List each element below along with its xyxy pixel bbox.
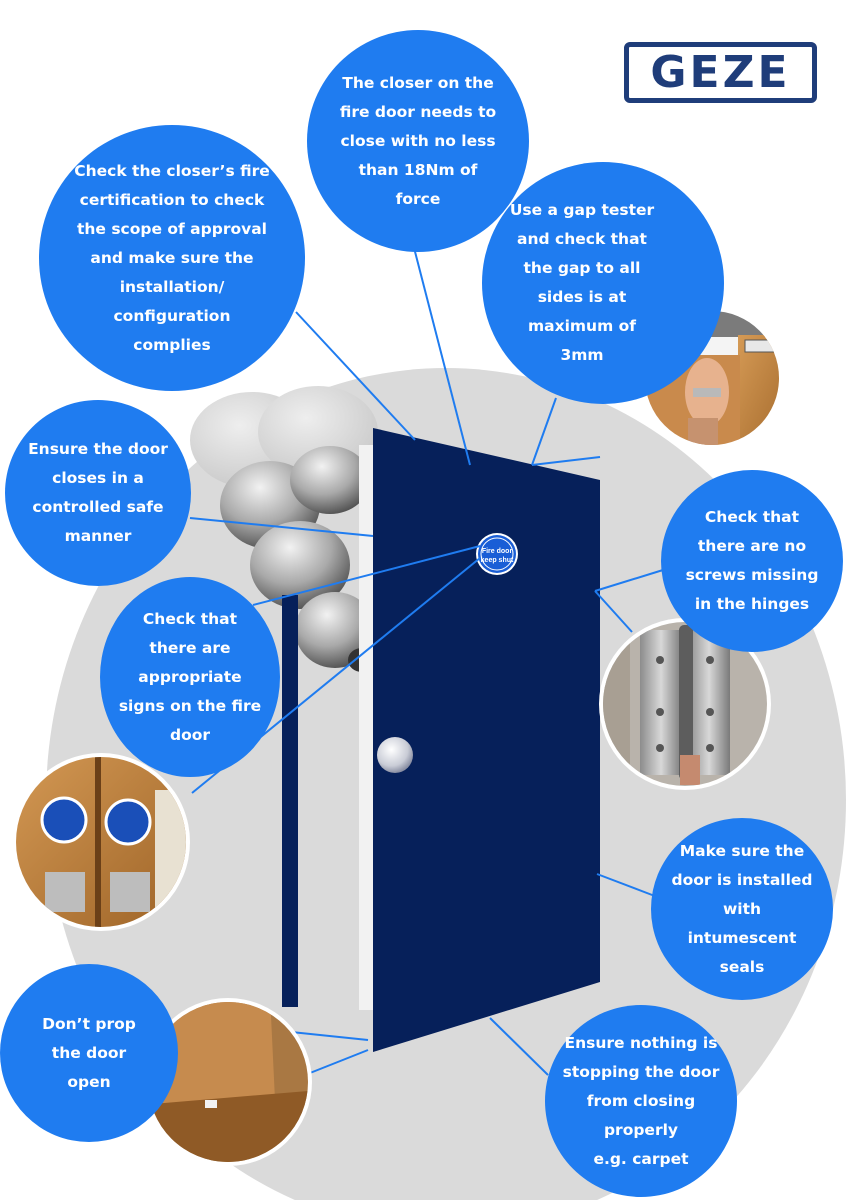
callout-closer-force: The closer on the fire door needs to clo… [307, 30, 529, 252]
callout-text: Use a gap tester and check that the gap … [509, 201, 655, 364]
callout-closer-certification: Check the closer’s fire certification to… [39, 125, 305, 391]
sign-line-1: Fire door [482, 548, 513, 555]
callout-controlled-closing: Ensure the door closes in a controlled s… [5, 400, 191, 586]
fire-door [373, 428, 600, 1052]
callout-text: Check the closer’s fire certification to… [74, 161, 270, 354]
door-frame-inner [359, 445, 374, 1010]
callout-nothing-stopping: Ensure nothing is stopping the door from… [545, 1005, 737, 1197]
callout-text: The closer on the fire door needs to clo… [339, 73, 497, 208]
callout-text: Check that there are no screws missing i… [685, 508, 819, 613]
callout-text: Ensure the door closes in a controlled s… [28, 440, 168, 545]
fire-door-sign [476, 533, 518, 575]
callout-signs: Check that there are appropriate signs o… [100, 577, 280, 777]
geze-logo: GEZE [624, 42, 817, 103]
callout-hinge-screws: Check that there are no screws missing i… [661, 470, 843, 652]
sign-line-2: keep shut [481, 557, 514, 564]
callout-text: Don’t prop the door open [42, 1014, 136, 1091]
callout-text: Ensure nothing is stopping the door from… [562, 1033, 720, 1168]
logo-text: GEZE [650, 46, 791, 98]
callout-gap-tester: Use a gap tester and check that the gap … [482, 162, 724, 404]
door-frame [282, 595, 298, 1007]
callout-text: Make sure the door is installed with int… [671, 841, 813, 976]
door-knob [377, 737, 413, 773]
callout-text: Check that there are appropriate signs o… [118, 609, 262, 744]
callout-dont-prop: Don’t prop the door open [0, 964, 178, 1142]
callout-intumescent-seals: Make sure the door is installed with int… [651, 818, 833, 1000]
